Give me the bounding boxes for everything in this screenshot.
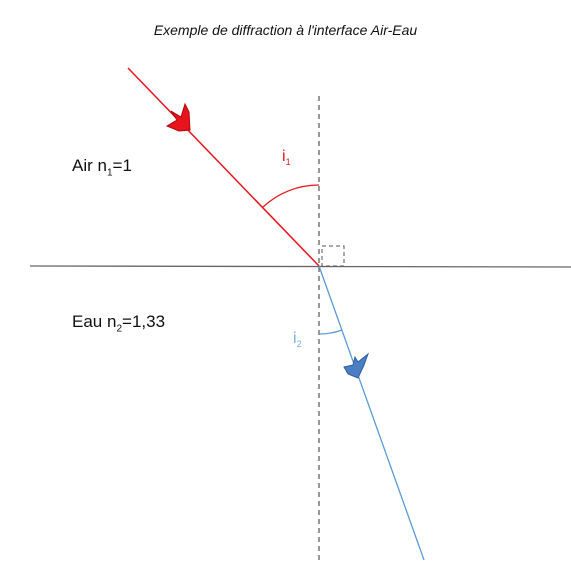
water-n-symbol: n — [106, 312, 117, 331]
incident-ray — [127, 67, 320, 267]
refraction-angle-symbol: i — [293, 330, 297, 347]
refraction-angle-index: 2 — [296, 339, 302, 350]
refraction-angle-label: i2 — [293, 330, 302, 349]
incidence-angle-index: 1 — [285, 157, 291, 168]
refracted-ray — [318, 265, 425, 561]
interface-line — [29, 265, 571, 268]
water-n-index: 2 — [116, 323, 123, 335]
right-angle-marker — [321, 245, 345, 267]
incidence-angle-arc — [262, 184, 320, 208]
incidence-angle-label: i1 — [282, 148, 291, 167]
incident-arrow-icon — [165, 102, 191, 132]
refracted-arrow-icon — [343, 352, 370, 379]
air-medium-label: Air n1=1 — [72, 156, 132, 178]
air-n-symbol: n — [97, 156, 107, 175]
water-medium-label: Eau n2=1,33 — [72, 312, 165, 334]
incidence-angle-symbol: i — [282, 148, 286, 165]
water-name: Eau — [72, 312, 103, 331]
title: Exemple de diffraction à l'interface Air… — [153, 22, 418, 38]
water-n-value: =1,33 — [122, 312, 166, 331]
air-n-index: 1 — [106, 167, 113, 179]
air-n-value: =1 — [112, 156, 132, 175]
refraction-angle-arc — [318, 329, 343, 335]
air-name: Air — [72, 156, 93, 175]
